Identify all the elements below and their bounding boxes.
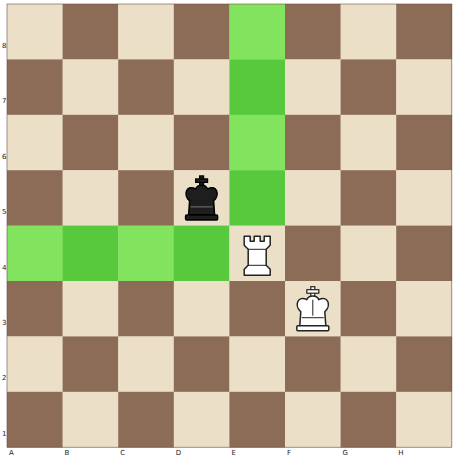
board-square bbox=[396, 59, 452, 115]
board-square bbox=[174, 281, 230, 337]
rank-label: 5 bbox=[2, 208, 6, 216]
file-label: F bbox=[287, 449, 291, 457]
file-label: C bbox=[120, 449, 125, 457]
file-label: B bbox=[65, 449, 70, 457]
board-square bbox=[285, 336, 341, 392]
board-square bbox=[285, 115, 341, 171]
board-square bbox=[174, 392, 230, 448]
board-square bbox=[285, 392, 341, 448]
board-square bbox=[7, 281, 63, 337]
board-square bbox=[341, 115, 397, 171]
board-square bbox=[118, 170, 174, 226]
rank-label: 1 bbox=[2, 430, 6, 438]
board-square bbox=[118, 4, 174, 60]
board-square bbox=[174, 226, 230, 282]
board-square bbox=[341, 170, 397, 226]
board-square bbox=[118, 226, 174, 282]
board-square bbox=[7, 59, 63, 115]
board-square bbox=[63, 281, 119, 337]
board-square bbox=[285, 4, 341, 60]
king-base bbox=[186, 215, 218, 220]
board-square bbox=[396, 170, 452, 226]
board-square bbox=[396, 226, 452, 282]
rank-label: 4 bbox=[2, 264, 6, 272]
board-square bbox=[63, 170, 119, 226]
board-square bbox=[285, 59, 341, 115]
board-square bbox=[229, 336, 285, 392]
board-square bbox=[63, 226, 119, 282]
board-square bbox=[7, 392, 63, 448]
board-square bbox=[341, 281, 397, 337]
board-square bbox=[341, 336, 397, 392]
board-square bbox=[118, 336, 174, 392]
board-square bbox=[63, 59, 119, 115]
board-square bbox=[396, 392, 452, 448]
board-square bbox=[229, 59, 285, 115]
king-detail bbox=[302, 300, 324, 318]
board-square bbox=[285, 170, 341, 226]
board-square bbox=[63, 4, 119, 60]
board-square bbox=[229, 281, 285, 337]
board-square bbox=[7, 170, 63, 226]
file-label: G bbox=[343, 449, 348, 457]
board-square bbox=[174, 115, 230, 171]
file-label: D bbox=[176, 449, 181, 457]
board-square bbox=[285, 281, 341, 337]
white-rook bbox=[244, 236, 270, 275]
board-square bbox=[174, 4, 230, 60]
king-body bbox=[186, 185, 217, 215]
black-king bbox=[186, 176, 218, 220]
king-base bbox=[297, 326, 329, 331]
rook-detail bbox=[248, 249, 266, 265]
board-square bbox=[63, 115, 119, 171]
board-square bbox=[396, 336, 452, 392]
king-body bbox=[297, 296, 328, 326]
board-square bbox=[63, 336, 119, 392]
rank-label: 3 bbox=[2, 319, 6, 327]
board-square bbox=[229, 170, 285, 226]
board-square bbox=[229, 392, 285, 448]
board-square bbox=[63, 392, 119, 448]
board-square bbox=[7, 4, 63, 60]
rank-label: 2 bbox=[2, 374, 6, 382]
king-detail bbox=[191, 206, 213, 207]
board-square bbox=[396, 281, 452, 337]
board-square bbox=[7, 336, 63, 392]
board-square bbox=[118, 392, 174, 448]
board-square bbox=[229, 4, 285, 60]
board-square bbox=[7, 226, 63, 282]
board-square bbox=[174, 59, 230, 115]
board-square bbox=[285, 226, 341, 282]
board-square bbox=[229, 115, 285, 171]
board-square bbox=[118, 115, 174, 171]
board-border bbox=[7, 4, 452, 447]
file-label: H bbox=[398, 449, 403, 457]
rank-label: 6 bbox=[2, 153, 6, 161]
board-square bbox=[118, 281, 174, 337]
board-square bbox=[341, 59, 397, 115]
rook-body bbox=[244, 236, 270, 275]
king-cross bbox=[196, 179, 208, 183]
file-label: A bbox=[9, 449, 14, 457]
board-square bbox=[341, 226, 397, 282]
board-square bbox=[174, 170, 230, 226]
board-square bbox=[118, 59, 174, 115]
board-square bbox=[174, 336, 230, 392]
board-square bbox=[229, 226, 285, 282]
rank-label: 7 bbox=[2, 97, 6, 105]
king-cross bbox=[307, 290, 319, 294]
board-square bbox=[7, 115, 63, 171]
board-square bbox=[396, 115, 452, 171]
board-square bbox=[396, 4, 452, 60]
white-king bbox=[297, 287, 329, 331]
board-square bbox=[341, 4, 397, 60]
file-label: E bbox=[231, 449, 235, 457]
board-square bbox=[341, 392, 397, 448]
rank-label: 8 bbox=[2, 42, 6, 50]
